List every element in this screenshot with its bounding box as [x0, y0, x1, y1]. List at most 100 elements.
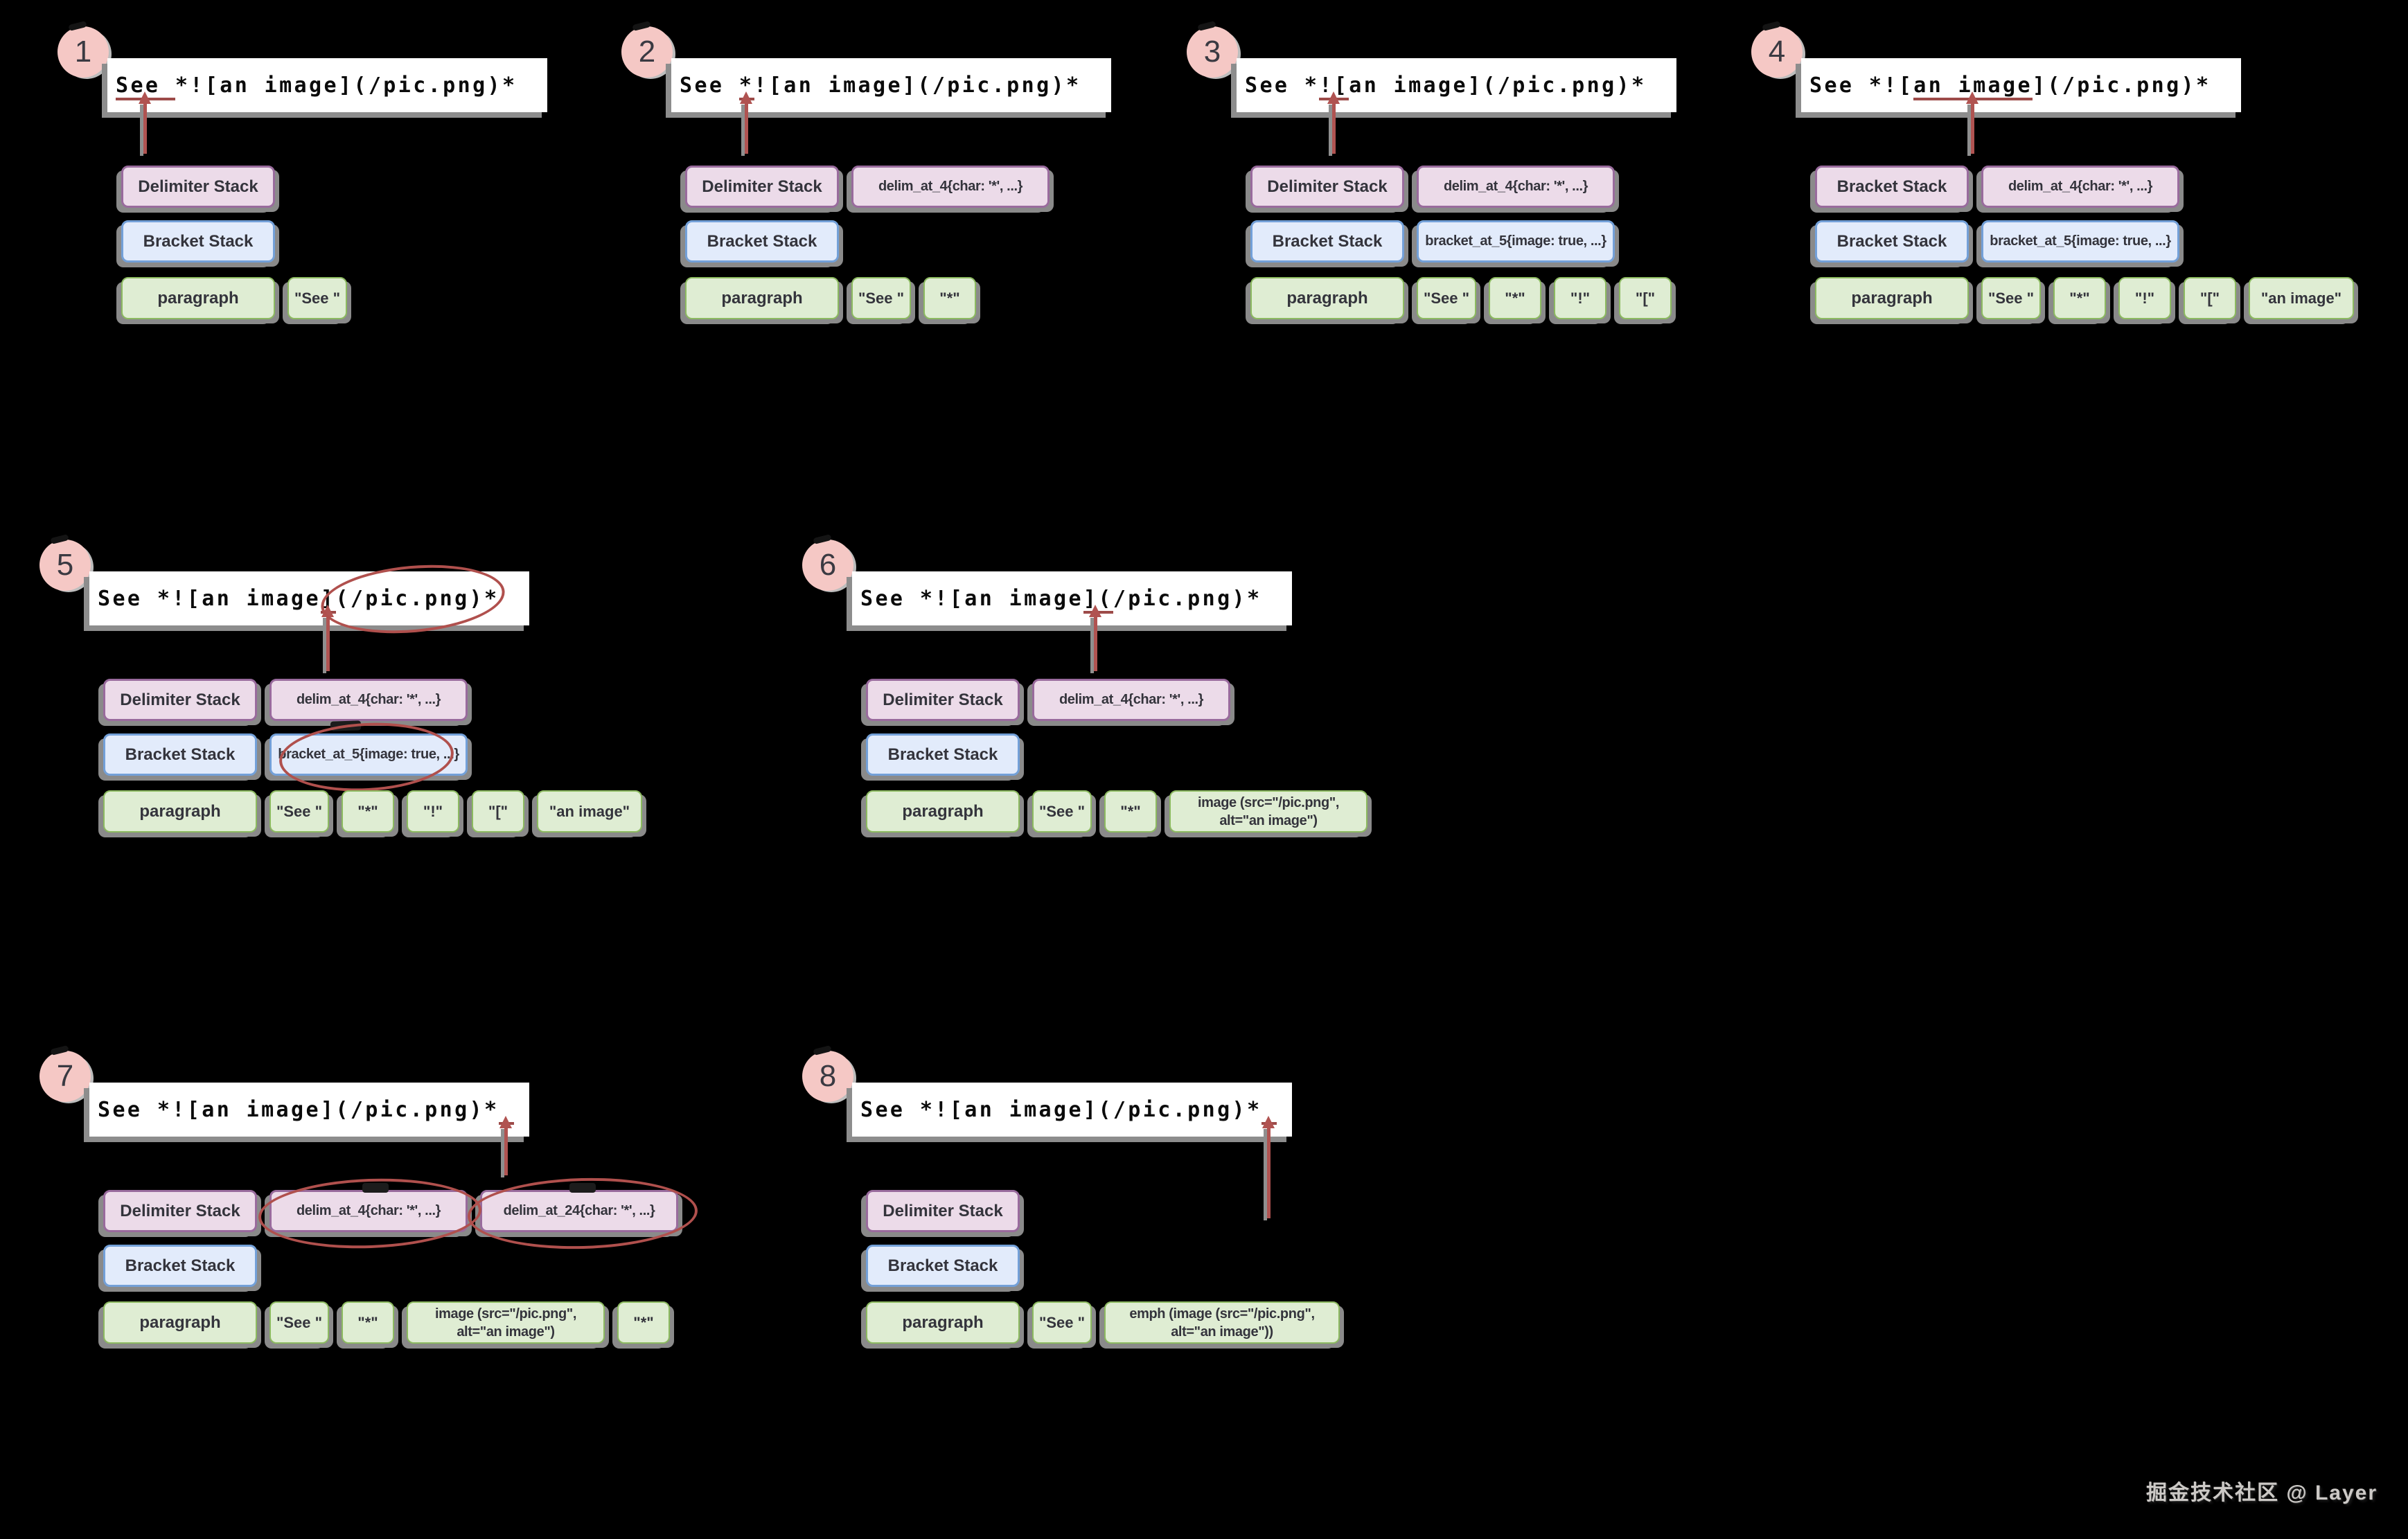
source-text-box: See *![an image](/pic.png)*: [1237, 58, 1676, 112]
delimiter-stack-item: delim_at_4{char: '*', ...}: [1981, 166, 2179, 208]
delimiter-stack-label: Delimiter Stack: [866, 1190, 1020, 1232]
source-markdown-text: See *![an image](/pic.png)*: [1245, 73, 1647, 98]
source-markdown-text: See *![an image](/pic.png)*: [98, 1097, 499, 1122]
paragraph-token: "an image": [537, 790, 642, 833]
source-markdown-text: See *![an image](/pic.png)*: [860, 1097, 1262, 1122]
delimiter-stack-label: Delimiter Stack: [685, 166, 839, 208]
parse-step-panel-2: 2 See *![an image](/pic.png)* Delimiter …: [621, 26, 1357, 363]
source-markdown-text: See *![an image](/pic.png)*: [98, 586, 499, 611]
delimiter-stack-label: Bracket Stack: [1815, 166, 1969, 208]
source-text-box: See *![an image](/pic.png)*: [89, 571, 529, 625]
paragraph-token: "*": [342, 790, 394, 833]
paragraph-token: image (src="/pic.png", alt="an image"): [1169, 790, 1367, 833]
paragraph-label: paragraph: [685, 277, 839, 319]
paragraph-token: "!": [2118, 277, 2171, 319]
bracket-stack-label: Bracket Stack: [866, 733, 1020, 776]
delimiter-stack-label: Delimiter Stack: [1250, 166, 1404, 208]
delimiter-stack-item: delim_at_4{char: '*', ...}: [1417, 166, 1615, 208]
paragraph-label: paragraph: [103, 790, 257, 833]
paragraph-token: "*": [1104, 790, 1157, 833]
delimiter-match-highlight-ellipse: [466, 1175, 699, 1252]
source-markdown-text: See *![an image](/pic.png)*: [1809, 73, 2211, 98]
delimiter-stack-label: Delimiter Stack: [103, 679, 257, 721]
parse-step-panel-7: 7 See *![an image](/pic.png)* Delimiter …: [39, 1051, 775, 1387]
delimiter-stack-label: Delimiter Stack: [121, 166, 275, 208]
step-number-badge: 4: [1751, 26, 1803, 78]
step-number-badge: 7: [39, 1051, 91, 1102]
paragraph-token: "*": [923, 277, 976, 319]
paragraph-token: "*": [342, 1301, 394, 1344]
source-text-box: See *![an image](/pic.png)*: [107, 58, 547, 112]
scan-pointer-arrow: [1327, 91, 1340, 154]
scan-pointer-arrow: [321, 605, 334, 671]
bracket-stack-label: Bracket Stack: [121, 220, 275, 263]
paragraph-token: "[": [2184, 277, 2236, 319]
step-number-badge: 1: [57, 26, 109, 78]
bracket-stack-label: Bracket Stack: [103, 733, 257, 776]
delimiter-stack-item: delim_at_4{char: '*', ...}: [851, 166, 1050, 208]
paragraph-label: paragraph: [1815, 277, 1969, 319]
step-number-badge: 3: [1187, 26, 1238, 78]
paragraph-label: paragraph: [1250, 277, 1404, 319]
bracket-stack-label: Bracket Stack: [1815, 220, 1969, 263]
source-text-box: See *![an image](/pic.png)*: [1801, 58, 2241, 112]
paragraph-token: "See ": [851, 277, 911, 319]
paragraph-token: "See ": [1417, 277, 1476, 319]
paragraph-token: "*": [2053, 277, 2106, 319]
scan-pointer-arrow: [139, 91, 151, 154]
strike-mark: [569, 1183, 596, 1193]
step-number-badge: 6: [802, 540, 853, 591]
paragraph-token: "*": [1489, 277, 1541, 319]
paragraph-label: paragraph: [103, 1301, 257, 1344]
delimiter-match-highlight-ellipse: [257, 1175, 483, 1252]
paragraph-token: "[": [1619, 277, 1672, 319]
parse-step-panel-4: 4 See *![an image](/pic.png)* Bracket St…: [1751, 26, 2408, 363]
step-number-badge: 8: [802, 1051, 853, 1102]
parse-step-panel-6: 6 See *![an image](/pic.png)* Delimiter …: [802, 540, 1538, 876]
bracket-stack-item: bracket_at_5{image: true, ...}: [1981, 220, 2179, 263]
paragraph-token: "See ": [287, 277, 347, 319]
paragraph-label: paragraph: [866, 1301, 1020, 1344]
bracket-stack-label: Bracket Stack: [1250, 220, 1404, 263]
scan-pointer-arrow: [1089, 605, 1101, 671]
delimiter-stack-item: delim_at_4{char: '*', ...}: [1032, 679, 1230, 721]
source-markdown-text: See *![an image](/pic.png)*: [680, 73, 1081, 98]
paragraph-token: "See ": [269, 1301, 329, 1344]
bracket-stack-item: bracket_at_5{image: true, ...}: [1417, 220, 1615, 263]
paragraph-token: "See ": [1032, 790, 1092, 833]
paragraph-label: paragraph: [866, 790, 1020, 833]
parse-step-panel-8: 8 See *![an image](/pic.png)* Delimiter …: [802, 1051, 1538, 1387]
delimiter-stack-label: Delimiter Stack: [866, 679, 1020, 721]
bracket-stack-label: Bracket Stack: [103, 1245, 257, 1287]
paragraph-token: "See ": [269, 790, 329, 833]
paragraph-token: image (src="/pic.png", alt="an image"): [407, 1301, 605, 1344]
paragraph-token: "an image": [2249, 277, 2354, 319]
scan-pointer-arrow: [1966, 91, 1978, 154]
source-markdown-text: See *![an image](/pic.png)*: [116, 73, 517, 98]
parse-step-panel-3: 3 See *![an image](/pic.png)* Delimiter …: [1187, 26, 1922, 363]
source-text-box: See *![an image](/pic.png)*: [852, 571, 1292, 625]
source-text-box: See *![an image](/pic.png)*: [89, 1083, 529, 1137]
scan-pointer-arrow: [499, 1116, 512, 1175]
scan-pointer-arrow: [740, 91, 752, 154]
scan-pointer-arrow: [1262, 1116, 1275, 1218]
source-text-box: See *![an image](/pic.png)*: [852, 1083, 1292, 1137]
bracket-item-highlight-ellipse: [277, 718, 456, 796]
watermark: 掘金技术社区 @ Layer: [2146, 1482, 2378, 1504]
paragraph-token: "See ": [1981, 277, 2041, 319]
parse-step-panel-5: 5 See *![an image](/pic.png)* Delimiter …: [39, 540, 775, 876]
source-markdown-text: See *![an image](/pic.png)*: [860, 586, 1262, 611]
bracket-stack-item: bracket_at_5{image: true, ...}: [269, 733, 468, 776]
delimiter-stack-label: Delimiter Stack: [103, 1190, 257, 1232]
bracket-stack-label: Bracket Stack: [866, 1245, 1020, 1287]
paragraph-token: "See ": [1032, 1301, 1092, 1344]
step-number-badge: 2: [621, 26, 673, 78]
paragraph-token: "*": [617, 1301, 670, 1344]
paragraph-token: emph (image (src="/pic.png", alt="an ima…: [1104, 1301, 1340, 1344]
paragraph-token: "!": [1554, 277, 1606, 319]
paragraph-token: "!": [407, 790, 459, 833]
parse-step-panel-1: 1 See *![an image](/pic.png)* Delimiter …: [57, 26, 793, 363]
paragraph-label: paragraph: [121, 277, 275, 319]
delimiter-stack-item: delim_at_4{char: '*', ...}: [269, 679, 468, 721]
